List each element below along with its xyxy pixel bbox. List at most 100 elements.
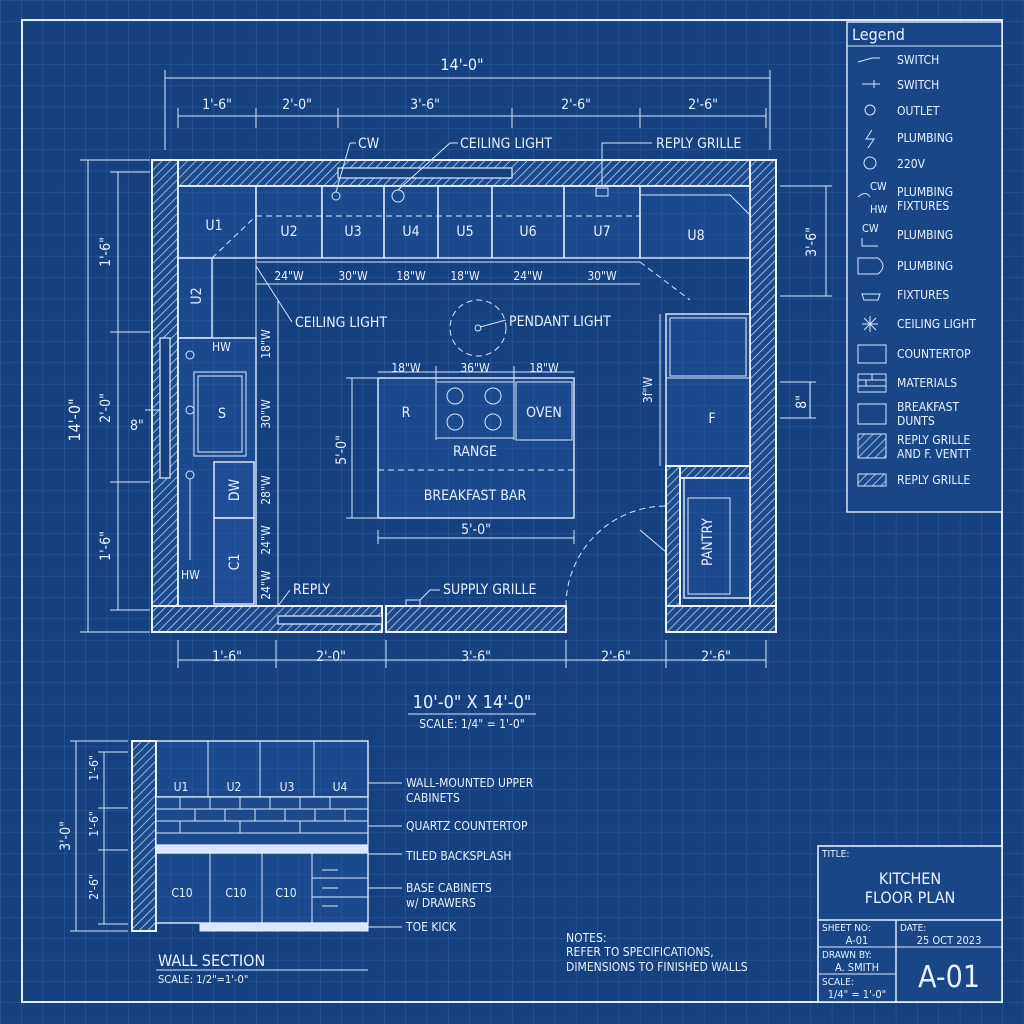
legend-item-13: BREAKFAST [897,400,960,414]
left-width-5: 24"W [259,570,273,600]
callout-toekick: TOE KICK [405,920,457,934]
bottom-dim-3: 3'-6" [461,649,491,665]
callout-countertop: QUARTZ COUNTERTOP [406,819,528,833]
legend-sym-cw2: CW [862,222,879,235]
left-dim-2: 2'-0" [98,393,114,423]
cabinet-u3: U3 [344,224,361,240]
date-label: DATE: [900,923,926,934]
legend-item-9: FIXTURES [897,288,949,302]
island-width-total: 5'-0" [461,522,491,538]
upper-width-4: 18"W [450,269,480,283]
legend-item-2: SWITCH [897,78,939,92]
overall-height-dim: 14'-0" [65,398,84,441]
cabinet-u4: U4 [402,224,419,240]
top-dim-5: 2'-6" [688,97,718,113]
hw-top-label: HW [212,340,231,354]
island-width-3: 18"W [529,361,559,375]
dishwasher-label: DW [227,478,243,501]
reply-label: REPLY [293,582,330,598]
section-c10-1: C10 [171,886,192,900]
legend: Legend CW HW CW SWITCH SWITCH OUTLET P [846,21,1003,513]
wall-section: U1 U2 U3 U4 C10 C10 C10 3'-0" 1'-6" 1'-6… [58,740,534,986]
section-u2: U2 [227,780,242,794]
fridge-pantry [565,313,751,607]
island-oven-label: OVEN [526,405,562,421]
legend-item-7: PLUMBING [897,228,953,242]
title-block: TITLE: KITCHEN FLOOR PLAN SHEET NO: A-01… [817,845,1003,1003]
cabinet-u2: U2 [280,224,297,240]
section-dim-1: 1'-6" [87,755,101,781]
cabinet-u1: U1 [205,218,222,234]
hw-bottom-label: HW [181,568,200,582]
cabinet-c1-label: C1 [227,554,243,571]
island-range-label: RANGE [453,444,497,460]
sink-label: S [218,406,226,422]
legend-item-14: REPLY GRILLE [897,433,970,447]
date-value: 25 OCT 2023 [917,934,982,947]
fridge-label: F [708,411,715,427]
breakfast-bar-label: BREAKFAST BAR [424,488,527,504]
legend-item-6: PLUMBING [897,185,953,199]
legend-item-1: SWITCH [897,53,939,67]
cabinet-u8: U8 [687,228,704,244]
callout-upper-2: CABINETS [406,791,460,805]
overall-width-dim: 14'-0" [440,55,483,74]
plan-size: 10'-0" X 14'-0" [413,692,532,713]
legend-item-10: CEILING LIGHT [897,317,976,331]
left-width-1: 18"W [259,329,273,359]
left-counter [177,215,279,607]
top-dim-2: 2'-0" [282,97,312,113]
section-dim-2: 1'-6" [87,811,101,837]
upper-cabinet-row [177,185,751,301]
cabinet-u7: U7 [593,224,610,240]
notes-line-2: DIMENSIONS TO FINISHED WALLS [566,960,748,974]
left-width-3: 28"W [259,475,273,505]
left-window-dim: 8" [130,418,144,434]
island-r-label: R [402,405,411,421]
plan-scale: SCALE: 1/4" = 1'-0" [419,717,524,731]
upper-width-1: 24"W [274,269,304,283]
sheet-number-big: A-01 [918,960,980,995]
legend-item-14b: AND F. VENTT [897,447,971,461]
legend-item-15: REPLY GRILLE [897,473,970,487]
callout-upper-1: WALL-MOUNTED UPPER [406,776,534,790]
upper-width-6: 30"W [587,269,617,283]
section-u4: U4 [333,780,348,794]
right-dim-mid: 8" [794,395,810,409]
section-u3: U3 [280,780,295,794]
left-dim-3: 1'-6" [98,531,114,561]
legend-item-4: PLUMBING [897,131,953,145]
scale-value: 1/4" = 1'-0" [828,988,886,1001]
legend-item-5: 220V [897,157,926,171]
left-width-4: 24"W [259,525,273,555]
legend-title: Legend [852,25,905,44]
island-depth: 5'-0" [334,435,350,465]
legend-item-8: PLUMBING [897,259,953,273]
top-dim-4: 2'-6" [561,97,591,113]
drawn-by-value: A. SMITH [835,961,879,974]
ceiling-light-top-label: CEILING LIGHT [460,136,552,152]
legend-item-3: OUTLET [897,104,940,118]
top-dim-1: 1'-6" [202,97,232,113]
reply-grille-label: REPLY GRILLE [656,136,741,152]
section-title: WALL SECTION [158,951,265,970]
notes-title: NOTES: [566,931,606,945]
pendant-light-label: PENDANT LIGHT [509,314,611,330]
scale-label: SCALE: [822,977,854,988]
section-dim-3: 2'-6" [87,874,101,900]
floor-plan: 14'-0" 1'-6" 2'-0" 3'-6" 2'-6" 2'-6" [65,55,832,731]
section-c10-2: C10 [225,886,246,900]
island-width-1: 18"W [391,361,421,375]
title-line-1: KITCHEN [879,869,941,888]
right-dim-top: 3'-6" [804,227,820,257]
upper-width-2: 30"W [338,269,368,283]
pantry-label: PANTRY [700,518,716,566]
legend-sym-hw: HW [870,203,887,216]
bottom-dim-4: 2'-6" [601,649,631,665]
bottom-dim-1: 1'-6" [212,649,242,665]
callout-base-1: BASE CABINETS [406,881,492,895]
sheet-no-label: SHEET NO: [822,923,871,934]
section-c10-3: C10 [275,886,296,900]
notes-line-1: REFER TO SPECIFICATIONS, [566,945,714,959]
left-dim-1: 1'-6" [98,237,114,267]
